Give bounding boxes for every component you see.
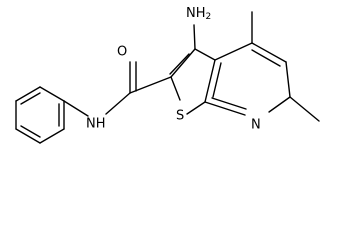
bond bbox=[15, 86, 41, 102]
bond bbox=[193, 24, 196, 50]
bond bbox=[268, 96, 291, 113]
bond bbox=[211, 97, 247, 110]
bond bbox=[105, 92, 131, 115]
amine-subscript: 2 bbox=[206, 12, 212, 22]
bond bbox=[214, 42, 253, 61]
bond bbox=[63, 100, 89, 117]
bond bbox=[170, 76, 181, 101]
bond bbox=[204, 101, 246, 116]
bond bbox=[170, 48, 196, 78]
bond bbox=[251, 42, 287, 63]
bond bbox=[15, 128, 41, 144]
atom-labels: NH2 O NH S N bbox=[86, 6, 261, 133]
bond bbox=[169, 53, 190, 75]
bond bbox=[194, 48, 216, 61]
bond bbox=[39, 86, 65, 102]
bond bbox=[251, 49, 281, 67]
oxygen-label: O bbox=[117, 45, 127, 60]
bond bbox=[20, 125, 41, 138]
amine-text: NH bbox=[186, 6, 206, 21]
bond bbox=[212, 62, 222, 98]
bond bbox=[289, 96, 320, 122]
bond bbox=[39, 128, 65, 144]
molecule-structure: NH2 O NH S N bbox=[15, 6, 320, 144]
amide-nh-label: NH bbox=[86, 117, 106, 132]
bond bbox=[129, 76, 172, 94]
bond bbox=[186, 101, 206, 115]
pyridine-n-label: N bbox=[251, 118, 261, 133]
bonds bbox=[15, 11, 320, 144]
bond bbox=[204, 59, 216, 103]
sulfur-label: S bbox=[176, 109, 184, 124]
bond bbox=[285, 61, 291, 98]
amine-label: NH2 bbox=[186, 6, 211, 23]
bond bbox=[20, 92, 41, 105]
